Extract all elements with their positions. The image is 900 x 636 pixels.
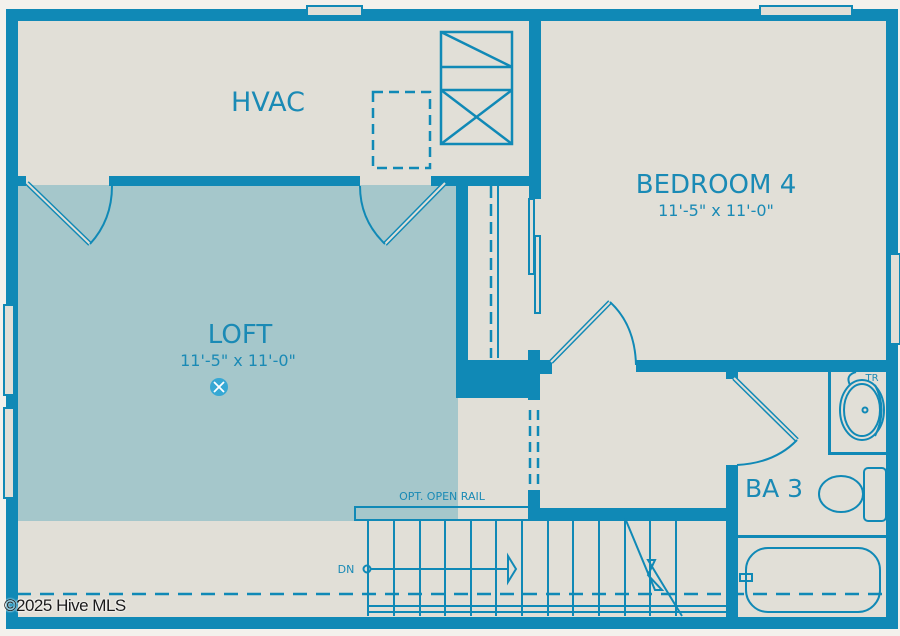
tools-icon <box>210 378 228 396</box>
bedroom-door <box>549 300 637 366</box>
room-label-bedroom4: BEDROOM 4 <box>636 170 797 200</box>
room-label-loft: LOFT <box>208 320 273 350</box>
watermark: ©2025 Hive MLS <box>4 596 126 615</box>
bath-door <box>732 376 799 466</box>
attic-access <box>371 90 432 170</box>
rail-annotation: OPT. OPEN RAIL <box>399 490 486 503</box>
bath-fixtures <box>739 371 887 613</box>
windows <box>3 5 900 499</box>
room-dimensions-loft: 11'-5" x 11'-0" <box>180 351 296 370</box>
stairs-annotation: DN <box>338 563 355 576</box>
room-label-hvac: HVAC <box>231 87 305 118</box>
shaft <box>439 30 514 146</box>
room-label-bath3: BA 3 <box>745 474 803 503</box>
closet <box>489 186 541 358</box>
sink-icon <box>839 379 885 441</box>
stairs[interactable] <box>354 506 730 617</box>
hall-opening <box>528 410 540 496</box>
fixture-label-tr: TR <box>864 373 878 384</box>
loft-doors <box>25 181 447 246</box>
room-dimensions-bedroom4: 11'-5" x 11'-0" <box>658 201 774 220</box>
